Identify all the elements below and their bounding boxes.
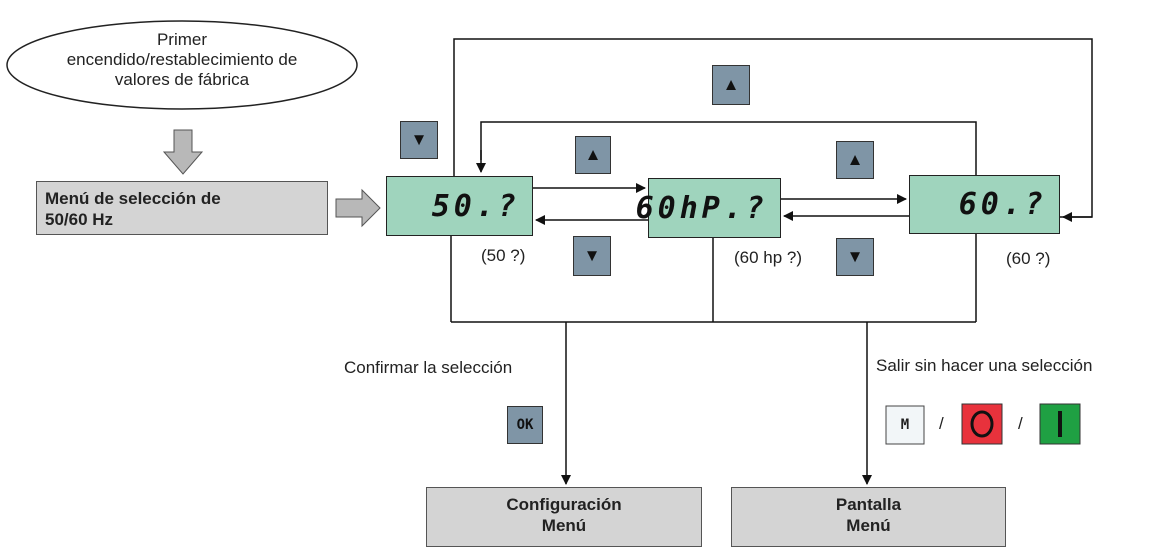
down-key-outer: ▼ [400, 121, 438, 159]
frequency-menu-line-1: Menú de selección de [45, 189, 221, 208]
exit-without-selection-label: Salir sin hacer una selección [876, 356, 1093, 375]
lcd-display-60hp: 60hP.? [636, 178, 781, 238]
lcd-display-60: 60.? [909, 175, 1060, 234]
start-ellipse [6, 20, 358, 110]
caption-60: (60 ?) [1006, 249, 1051, 268]
m-key [885, 405, 925, 445]
up-key-outer: ▲ [712, 65, 750, 105]
frequency-menu-line-2: 50/60 Hz [45, 210, 114, 229]
display-menu-line-2: Menú [846, 516, 891, 535]
slash-separator-1: / [939, 414, 944, 433]
stop-icon [970, 410, 994, 438]
up-arrow-icon: ▲ [846, 150, 864, 169]
caption-50: (50 ?) [481, 246, 526, 265]
configuration-menu-line-1: Configuración [506, 495, 622, 514]
inner-loop-line [480, 121, 977, 175]
confirm-selection-label: Confirmar la selección [344, 358, 513, 377]
down-arrow-icon: ▼ [846, 247, 864, 266]
display-menu-box: Pantalla Menú [731, 487, 1006, 547]
up-key-d1-d2: ▲ [575, 136, 611, 174]
ok-key: OK [507, 406, 543, 444]
lcd-display-60-text: 60.? [958, 187, 1047, 222]
down-arrow-icon: ▼ [583, 246, 601, 265]
down-key-d2-d3: ▼ [836, 238, 874, 276]
start-ellipse-text: Primer encendido/restablecimiento de val… [14, 30, 350, 90]
configuration-menu-line-2: Menú [541, 516, 587, 535]
down-key-d1-d2: ▼ [573, 236, 611, 276]
slash-separator-2: / [1018, 414, 1023, 433]
start-line-2: encendido/restablecimiento de [66, 50, 298, 69]
stop-key [961, 403, 1003, 445]
ok-key-label: OK [516, 417, 534, 433]
run-icon [1058, 411, 1062, 437]
start-line-3: valores de fábrica [114, 70, 250, 89]
up-arrow-icon: ▲ [584, 145, 602, 164]
configuration-menu-box: Configuración Menú [426, 487, 702, 547]
down-arrow-icon: ▼ [410, 130, 428, 149]
frequency-menu-box: Menú de selección de 50/60 Hz [36, 181, 328, 235]
start-line-1: Primer [156, 30, 208, 49]
up-arrow-icon: ▲ [722, 75, 740, 94]
lcd-display-50-text: 50.? [431, 188, 520, 224]
caption-60hp: (60 hp ?) [734, 248, 803, 267]
big-right-arrow [335, 188, 381, 228]
lcd-display-50: 50.? [386, 176, 533, 236]
lcd-display-60hp-text: 60hP.? [635, 190, 768, 226]
big-down-arrow [162, 129, 204, 175]
up-key-d2-d3: ▲ [836, 141, 874, 179]
m-key-label: M [900, 417, 910, 433]
display-menu-line-1: Pantalla [835, 495, 902, 514]
